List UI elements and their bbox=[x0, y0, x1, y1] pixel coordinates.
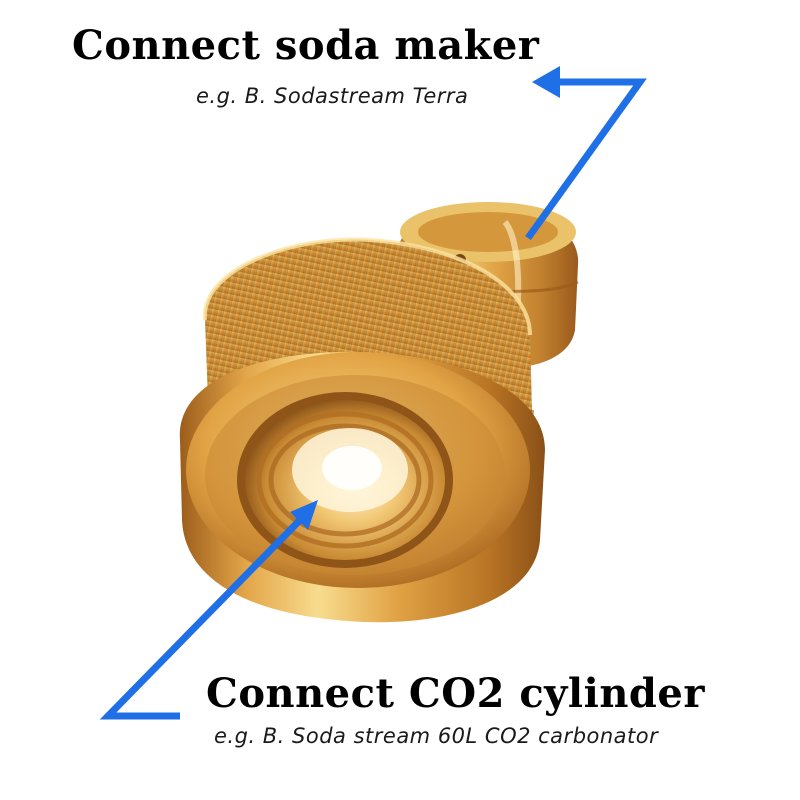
top-subtitle: e.g. B. Sodastream Terra bbox=[196, 84, 469, 108]
arrow-to-bottom-label-icon bbox=[99, 517, 303, 720]
bottom-subtitle: e.g. B. Soda stream 60L CO2 carbonator bbox=[214, 724, 659, 748]
arrow-head-bottom bbox=[290, 500, 318, 530]
bottom-title: Connect CO2 cylinder bbox=[206, 670, 705, 717]
arrow-head-top bbox=[532, 66, 560, 98]
top-title: Connect soda maker bbox=[72, 22, 540, 69]
threaded-bore bbox=[237, 392, 453, 568]
arrow-to-top-label-icon bbox=[525, 78, 647, 241]
